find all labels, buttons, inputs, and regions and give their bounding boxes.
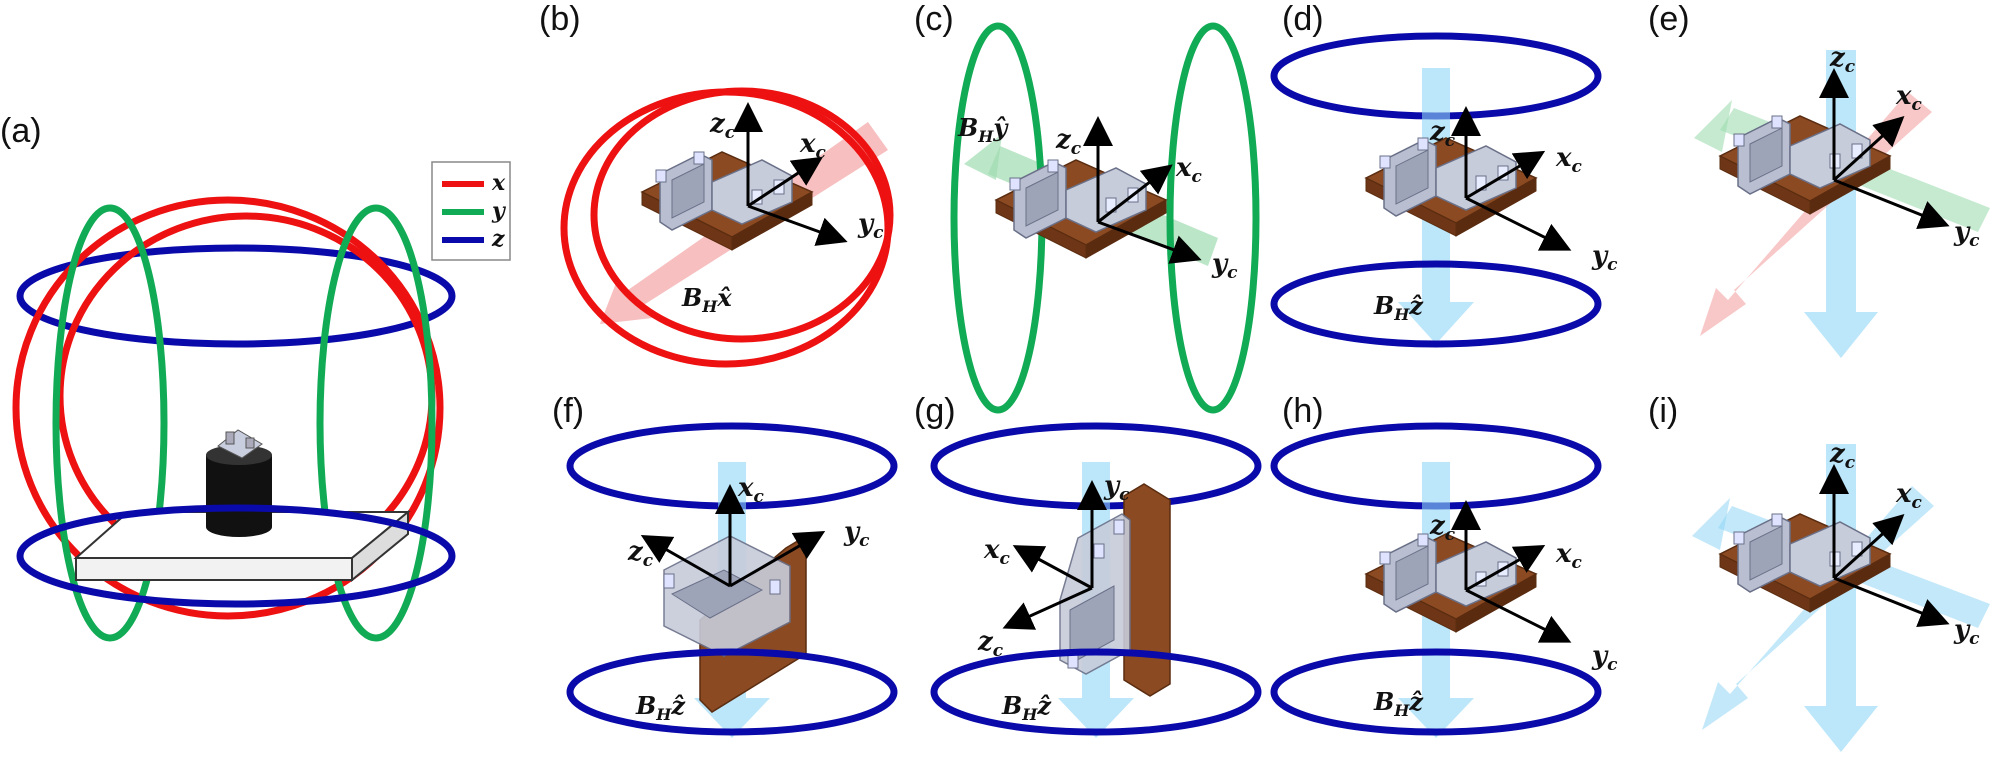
field-label-bx: BHx̂ (681, 283, 732, 316)
legend-x-label: x (491, 170, 506, 196)
panel-f: (f) xc yc zc BHẑ (552, 392, 898, 738)
axis-yc-label: yc (1103, 471, 1130, 505)
bracket-specimen (641, 151, 813, 251)
axis-zc-label: zc (1429, 117, 1456, 151)
axis-zc-label: zc (627, 537, 654, 571)
axis-zc-label: zc (1829, 439, 1856, 473)
sample-cylinder (206, 429, 272, 537)
axis-zc-label: zc (709, 109, 736, 143)
axis-xc-label: xc (1895, 81, 1923, 115)
legend: x y z (431, 161, 511, 261)
panel-label-c: (c) (914, 0, 954, 38)
field-arrow-z (1804, 444, 1878, 752)
bracket-specimen (663, 534, 807, 713)
axis-yc-label: yc (843, 517, 870, 551)
panel-label-b: (b) (539, 0, 581, 38)
axis-xc-label: xc (1175, 153, 1203, 187)
axis-yc-label: yc (1953, 217, 1980, 251)
panel-b: (b) zc xc yc BHx̂ (539, 0, 894, 368)
x-coil-2 (590, 87, 894, 343)
panel-e: (e) zc xc yc (1648, 0, 1990, 358)
y-coil-right (1166, 22, 1260, 414)
axis-zc-label: zc (977, 627, 1004, 661)
bracket-specimen (1059, 483, 1171, 697)
axis-yc-label: yc (857, 209, 884, 243)
panel-label-a: (a) (0, 112, 42, 150)
panel-label-g: (g) (914, 392, 956, 430)
panel-label-i: (i) (1648, 392, 1678, 430)
field-label-by: BHŷ (957, 113, 1009, 146)
axis-zc-label: zc (1429, 511, 1456, 545)
axis-xc-label: xc (983, 535, 1011, 569)
axis-xc-label: xc (799, 129, 827, 163)
field-label-bz: BHẑ (635, 691, 686, 724)
axis-xc-label: xc (1555, 539, 1583, 573)
panel-g: (g) yc xc zc BHẑ (914, 392, 1262, 738)
bracket-specimen (1365, 533, 1537, 633)
axis-xc-label: xc (737, 473, 765, 507)
axis-yc-label: yc (1591, 241, 1618, 275)
axis-xc-label: xc (1555, 143, 1583, 177)
field-arrow-z (1804, 50, 1878, 358)
panel-label-h: (h) (1282, 392, 1324, 430)
panel-h: (h) zc xc yc BHẑ (1270, 392, 1618, 738)
z-coil-bottom (1270, 260, 1602, 348)
axis-zc-label: zc (1829, 43, 1856, 77)
panel-label-e: (e) (1648, 0, 1690, 38)
axis-xc-label: xc (1895, 479, 1923, 513)
panel-i: (i) zc xc yc (1648, 392, 1990, 752)
field-label-bz: BHẑ (1373, 687, 1424, 720)
z-coil-bottom (566, 648, 898, 736)
axis-zc-label: zc (1055, 125, 1082, 159)
z-coil-top (16, 244, 456, 348)
panel-label-d: (d) (1282, 0, 1324, 38)
axis-yc-label: yc (1591, 641, 1618, 675)
axis-yc-label: yc (1953, 615, 1980, 649)
field-label-bz: BHẑ (1373, 291, 1424, 324)
z-coil-bottom (16, 504, 456, 608)
z-coil-bottom (1270, 648, 1602, 736)
legend-z-label: z (491, 226, 505, 252)
legend-y-label: y (491, 198, 507, 224)
y-coil-left (52, 204, 168, 642)
panel-c: (c) zc xc yc BHŷ (914, 0, 1260, 414)
z-coil-bottom (930, 648, 1262, 736)
panel-label-f: (f) (552, 392, 584, 430)
axis-yc-label: yc (1211, 249, 1238, 283)
field-label-bz: BHẑ (1001, 691, 1052, 724)
panel-a: (a) x y z (0, 112, 511, 642)
x-coil-back (12, 196, 444, 620)
y-coil-right (316, 204, 436, 642)
panel-d: (d) zc xc yc BHẑ (1270, 0, 1618, 348)
